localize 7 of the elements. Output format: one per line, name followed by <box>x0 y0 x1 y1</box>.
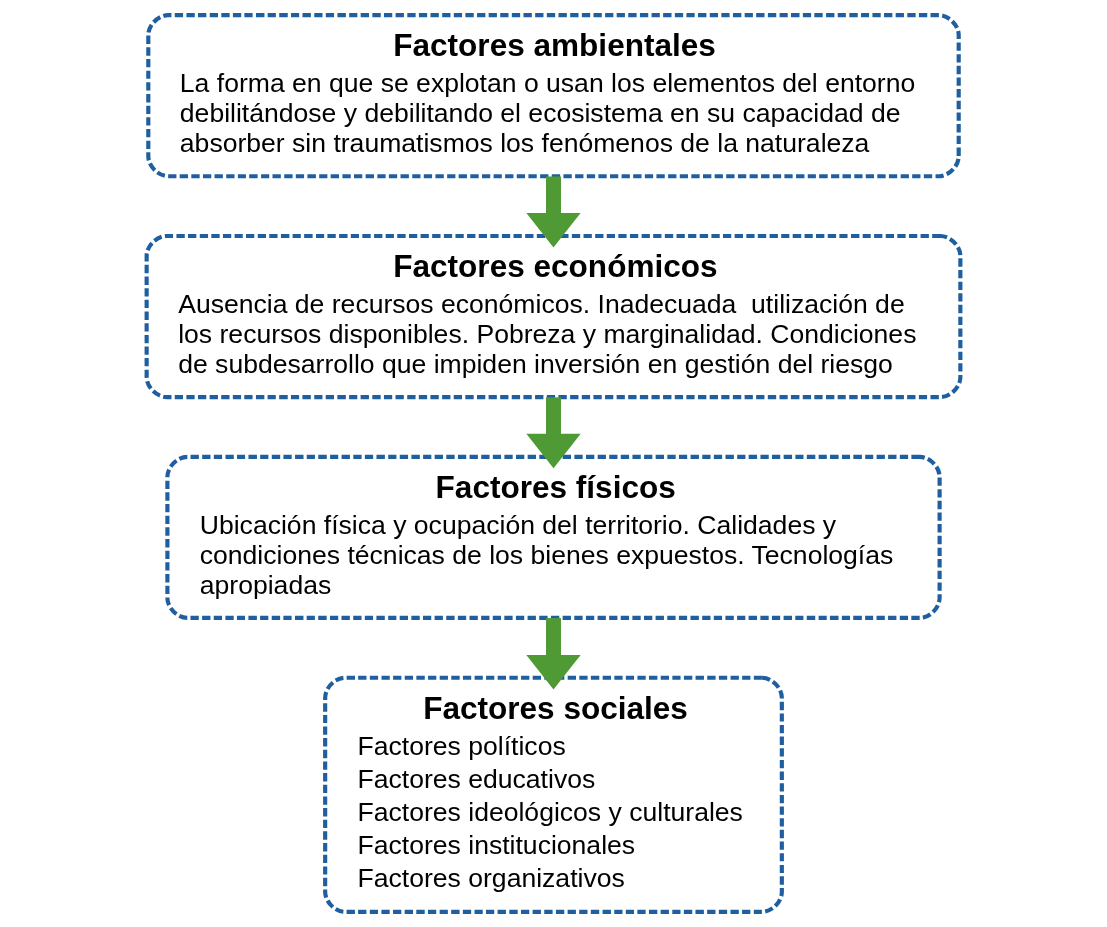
arrow <box>526 397 581 469</box>
arrow <box>526 176 581 248</box>
node-box: Factores ambientales La forma en que se explotan o usan los elementos del entorno debilitándose y debilitando el ecosistema en su capacidad de absorber sin traumatismos los fenómenos de la naturaleza <box>146 13 961 179</box>
node-box: Factores sociales Factores políticos Factores educativos Factores ideológicos y culturales Factores institucionales Factores organizativos <box>323 675 784 914</box>
node-box: Factores económicos Ausencia de recursos económicos. Inadecuada utilización de los recursos disponibles. Pobreza y marginalidad. Condiciones de subdesarrollo que impiden inversión en gestión del riesgo <box>144 233 963 400</box>
node-box: Factores físicos Ubicación física y ocupación del territorio. Calidades y condiciones técnicas de los bienes expuestos. Tecnologías apropiadas <box>165 454 942 620</box>
arrow <box>526 618 581 690</box>
